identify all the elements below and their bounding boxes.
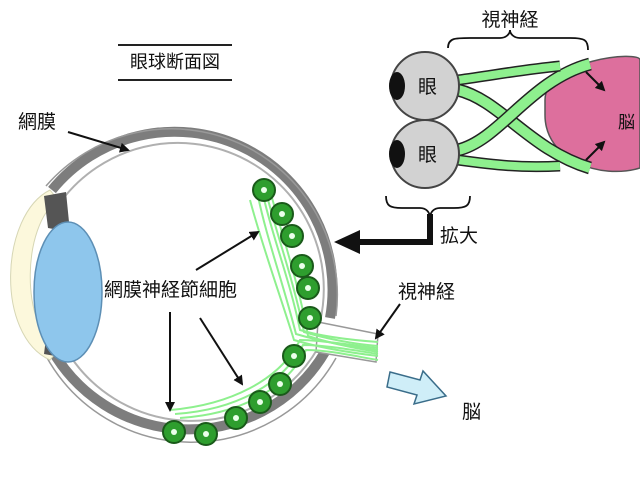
ganglion-cells-label: 網膜神経節細胞 (104, 279, 237, 301)
inset-arrow-bottom (585, 140, 606, 161)
ganglion-arrow-up (195, 230, 260, 271)
pupil-bottom (389, 140, 405, 168)
ganglion-nucleus (233, 415, 239, 421)
enlarge-group: 拡大 (334, 214, 478, 254)
eye-top-label: 眼 (418, 76, 437, 98)
pupil-top (389, 72, 405, 100)
enlarge-arrow-head (334, 230, 360, 254)
title-group: 眼球断面図 (118, 44, 232, 81)
ganglion-nucleus (261, 187, 267, 193)
ganglion-nucleus (307, 315, 313, 321)
ganglion-nucleus (299, 263, 305, 269)
lens (33, 221, 103, 363)
retina-label: 網膜 (18, 111, 56, 133)
nerve-band (457, 156, 561, 171)
inset-brain-label: 脳 (618, 113, 635, 133)
ganglion-arrow-diag (199, 317, 244, 386)
inset-top-brace (447, 29, 589, 51)
retina-upper (61, 142, 325, 323)
optic-nerve-arrow (374, 303, 401, 340)
optic-nerve-label: 視神経 (398, 281, 455, 303)
ganglion-nucleus (257, 399, 263, 405)
sclera-outer-line-lower (45, 355, 337, 443)
ganglion-nucleus (291, 353, 297, 359)
enlarge-arrow-shaft (356, 214, 433, 245)
eyeball-section (10, 108, 379, 446)
sclera-outer-line (45, 128, 339, 317)
nerve-band (456, 85, 592, 173)
diagram-title: 眼球断面図 (130, 52, 220, 73)
ganglion-nucleus (305, 285, 311, 291)
inset-arrow-top (585, 71, 606, 92)
enlarge-label: 拡大 (440, 225, 478, 247)
ganglion-nucleus (289, 233, 295, 239)
nerve-band (457, 62, 561, 84)
ganglion-nucleus (171, 429, 177, 435)
sclera-upper (48, 126, 338, 319)
ganglion-nucleus (277, 381, 283, 387)
ganglion-cells (162, 178, 322, 446)
visual-pathway-inset: 視神経 脳 眼 眼 (385, 9, 640, 219)
optic-nerve-label-group: 視神経 (374, 281, 455, 340)
retina-label-group: 網膜 (18, 111, 130, 153)
to-brain-arrow (386, 369, 448, 406)
ganglion-label-group: 網膜神経節細胞 (104, 230, 260, 412)
inset-bottom-brace (385, 195, 471, 219)
brain-label: 脳 (462, 401, 481, 423)
ganglion-nucleus (203, 431, 209, 437)
nerve-band (456, 59, 592, 155)
cornea (10, 189, 59, 361)
eye-bottom-label: 眼 (418, 144, 437, 166)
ganglion-nucleus (279, 211, 285, 217)
to-brain-group: 脳 (386, 369, 481, 423)
retina-arrow (67, 131, 130, 153)
sclera-lower (47, 347, 330, 435)
inset-optic-nerve-label: 視神経 (481, 9, 538, 31)
